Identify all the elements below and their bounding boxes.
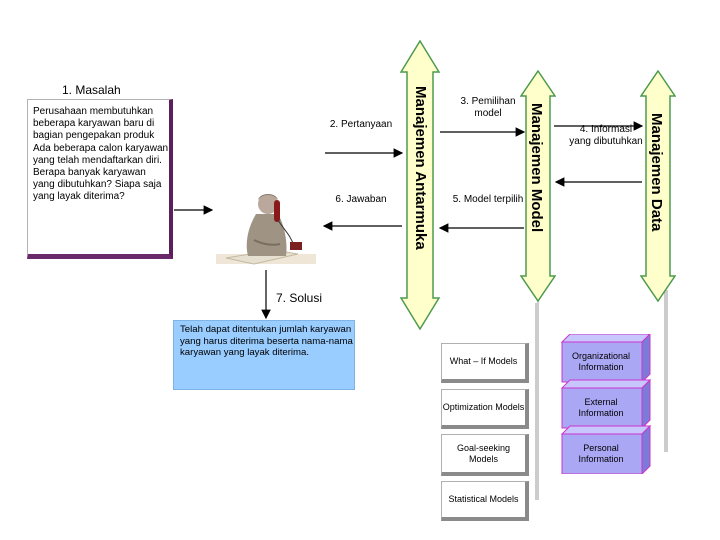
info-box-personal: Personal Information (578, 443, 624, 464)
solution-box: Telah dapat ditentukan jumlah karyawan y… (173, 320, 355, 390)
model-box-goal-seeking: Goal-seeking Models (441, 434, 529, 476)
model-bar-label: Manajemen Model (528, 103, 545, 233)
answer-label: 6. Jawaban (335, 194, 387, 205)
interface-bar (400, 40, 440, 330)
solution-text: Telah dapat ditentukan jumlah karyawan y… (180, 324, 353, 359)
info-box-external: External Information (578, 397, 624, 418)
info-box-frames (560, 334, 652, 474)
solution-title: 7. Solusi (276, 291, 323, 305)
model-box-optimization: Optimization Models (441, 389, 529, 429)
model-bar (520, 70, 556, 302)
person-on-phone-illustration (214, 184, 318, 268)
question-label: 2. Pertanyaan (329, 119, 393, 130)
problem-text: Perusahaan membutuhkan beberapa karyawan… (33, 106, 169, 203)
problem-box: Perusahaan membutuhkan beberapa karyawan… (27, 99, 173, 259)
info-needed-label: 4. Informasi yang dibutuhkan (569, 124, 643, 147)
problem-title: 1. Masalah (62, 83, 121, 97)
interface-bar-label: Manajemen Antarmuka (412, 86, 429, 250)
model-box-statistical: Statistical Models (441, 481, 529, 521)
model-box-what-if: What – If Models (441, 343, 529, 383)
data-bar-label: Manajemen Data (648, 113, 665, 232)
info-box-organizational: Organizational Information (571, 351, 631, 372)
data-bar (640, 70, 676, 302)
model-choice-label: 3. Pemilihan model (460, 96, 516, 119)
model-chosen-label: 5. Model terpilih (452, 194, 524, 205)
